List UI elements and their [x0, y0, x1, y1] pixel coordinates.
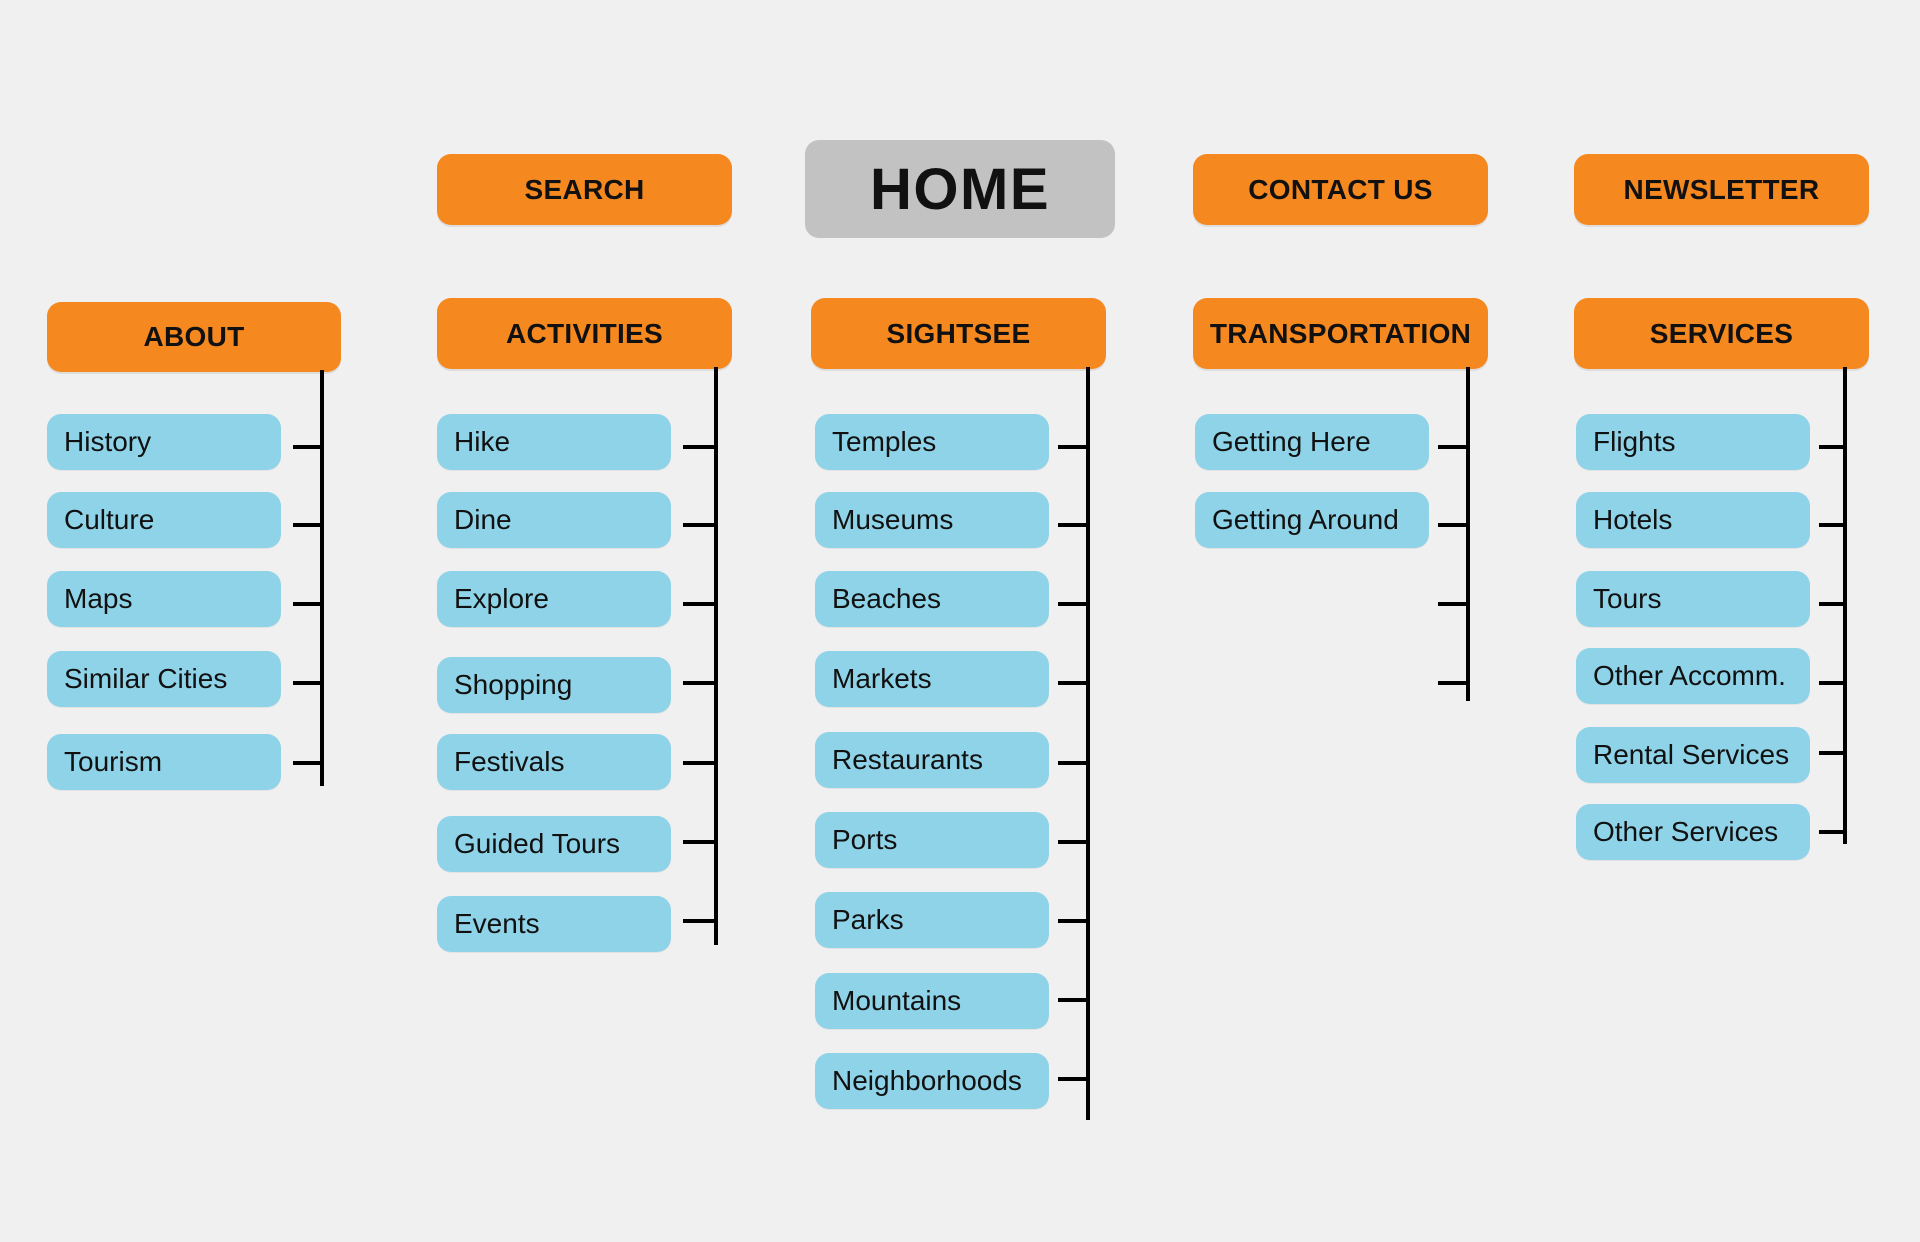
top-nav-contact-us: CONTACT US	[1193, 154, 1488, 225]
connector-tick	[683, 761, 716, 765]
connector-tick-empty	[1438, 681, 1468, 685]
item-museums: Museums	[815, 492, 1049, 548]
connector-line-transportation	[1466, 367, 1470, 701]
category-sightsee: SIGHTSEE	[811, 298, 1106, 369]
connector-tick	[1058, 445, 1088, 449]
connector-tick	[1058, 681, 1088, 685]
connector-tick	[1819, 523, 1845, 527]
connector-tick	[293, 681, 322, 685]
connector-tick	[1058, 602, 1088, 606]
category-transportation: TRANSPORTATION	[1193, 298, 1488, 369]
connector-line-sightsee	[1086, 367, 1090, 1120]
item-events: Events	[437, 896, 671, 952]
item-rental-services: Rental Services	[1576, 727, 1810, 783]
connector-tick	[1819, 681, 1845, 685]
item-guided-tours: Guided Tours	[437, 816, 671, 872]
home-node: HOME	[805, 140, 1115, 238]
connector-line-about	[320, 370, 324, 786]
item-maps: Maps	[47, 571, 281, 627]
top-nav-search: SEARCH	[437, 154, 732, 225]
item-getting-here: Getting Here	[1195, 414, 1429, 470]
item-neighborhoods: Neighborhoods	[815, 1053, 1049, 1109]
connector-tick	[1058, 840, 1088, 844]
connector-tick	[1058, 919, 1088, 923]
category-activities: ACTIVITIES	[437, 298, 732, 369]
connector-tick	[293, 523, 322, 527]
item-culture: Culture	[47, 492, 281, 548]
item-festivals: Festivals	[437, 734, 671, 790]
connector-tick	[683, 445, 716, 449]
top-nav-newsletter: NEWSLETTER	[1574, 154, 1869, 225]
connector-line-activities	[714, 367, 718, 945]
item-markets: Markets	[815, 651, 1049, 707]
item-dine: Dine	[437, 492, 671, 548]
connector-tick	[1819, 830, 1845, 834]
connector-tick	[293, 602, 322, 606]
connector-tick-empty	[1438, 602, 1468, 606]
item-hike: Hike	[437, 414, 671, 470]
item-getting-around: Getting Around	[1195, 492, 1429, 548]
connector-tick	[683, 840, 716, 844]
category-about: ABOUT	[47, 302, 341, 372]
connector-tick	[1058, 1077, 1088, 1081]
category-services: SERVICES	[1574, 298, 1869, 369]
item-similar-cities: Similar Cities	[47, 651, 281, 707]
connector-tick	[683, 523, 716, 527]
connector-tick	[683, 602, 716, 606]
connector-tick	[293, 445, 322, 449]
item-other-accomm: Other Accomm.	[1576, 648, 1810, 704]
connector-tick	[1058, 998, 1088, 1002]
item-explore: Explore	[437, 571, 671, 627]
connector-tick	[1058, 523, 1088, 527]
item-restaurants: Restaurants	[815, 732, 1049, 788]
item-temples: Temples	[815, 414, 1049, 470]
item-beaches: Beaches	[815, 571, 1049, 627]
connector-tick	[1819, 602, 1845, 606]
connector-tick	[683, 919, 716, 923]
item-flights: Flights	[1576, 414, 1810, 470]
item-hotels: Hotels	[1576, 492, 1810, 548]
item-history: History	[47, 414, 281, 470]
item-mountains: Mountains	[815, 973, 1049, 1029]
item-other-services: Other Services	[1576, 804, 1810, 860]
connector-tick	[1819, 751, 1845, 755]
connector-tick	[683, 681, 716, 685]
connector-line-services	[1843, 367, 1847, 844]
item-tours: Tours	[1576, 571, 1810, 627]
connector-tick	[293, 761, 322, 765]
item-tourism: Tourism	[47, 734, 281, 790]
connector-tick	[1819, 445, 1845, 449]
connector-tick	[1438, 445, 1468, 449]
connector-tick	[1438, 523, 1468, 527]
item-ports: Ports	[815, 812, 1049, 868]
item-shopping: Shopping	[437, 657, 671, 713]
item-parks: Parks	[815, 892, 1049, 948]
connector-tick	[1058, 761, 1088, 765]
